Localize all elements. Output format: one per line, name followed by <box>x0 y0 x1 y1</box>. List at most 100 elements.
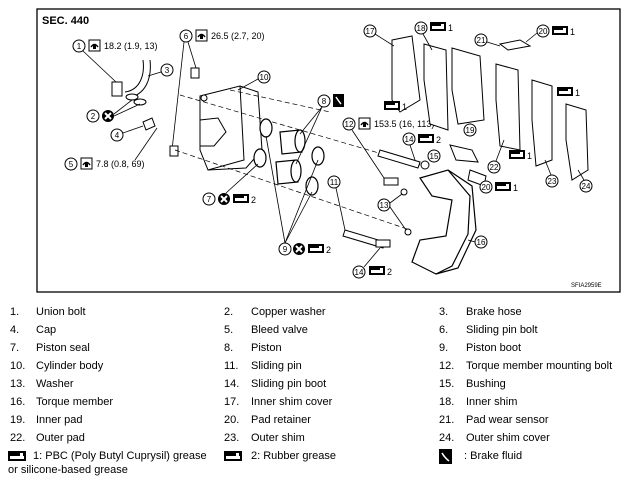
svg-text:22: 22 <box>490 163 499 172</box>
brake-fluid-icon <box>439 449 452 464</box>
legend-number: 12. <box>439 360 455 372</box>
svg-text:1: 1 <box>527 151 532 161</box>
callout-2: 2 <box>86 99 141 123</box>
legend-part-label: Outer pad <box>36 432 85 444</box>
legend-number: 20. <box>224 414 240 426</box>
legend-part-label: Sliding pin boot <box>251 378 327 390</box>
legend-number: 13. <box>10 378 26 390</box>
legend-part-label: Washer <box>36 378 74 390</box>
legend-part-label: Bleed valve <box>251 324 308 336</box>
legend-number: 17. <box>224 396 240 408</box>
callout-3: 3 <box>147 63 174 77</box>
svg-text:7: 7 <box>207 195 212 204</box>
figure-code: SFIA2959E <box>571 283 602 289</box>
sliding-pins <box>342 149 430 249</box>
legend-part-label: Torque member <box>36 396 114 408</box>
legend-number: 10. <box>10 360 26 372</box>
legend-number: 23. <box>224 432 240 444</box>
callout-20-top: 20 1 <box>525 24 575 43</box>
legend-part-label: Union bolt <box>36 306 86 318</box>
svg-text:21: 21 <box>477 36 486 45</box>
legend-part-label: Piston seal <box>36 342 90 354</box>
key-fluid-text: : Brake fluid <box>464 450 523 462</box>
grease-icon <box>8 451 26 461</box>
legend-part-label: Copper washer <box>251 306 326 318</box>
diagram-frame <box>36 8 621 293</box>
svg-text:14: 14 <box>405 135 414 144</box>
legend-number: 16. <box>10 396 26 408</box>
callout-5: 5 7.8 (0.8, 69) <box>64 127 158 171</box>
callout-1: 1 18.2 (1.9, 13) <box>72 39 158 83</box>
svg-text:24: 24 <box>582 182 591 191</box>
legend-number: 11. <box>224 360 239 372</box>
legend-part-label: Brake hose <box>466 306 522 318</box>
svg-text:17: 17 <box>366 27 375 36</box>
legend-part-label: Pad retainer <box>251 414 311 426</box>
svg-text:19: 19 <box>466 126 475 135</box>
torque-1: 18.2 (1.9, 13) <box>104 41 158 51</box>
legend-number: 9. <box>439 342 449 354</box>
legend-part-label: Sliding pin bolt <box>466 324 538 336</box>
legend-part-label: Inner pad <box>36 414 83 426</box>
svg-text:8: 8 <box>322 97 327 106</box>
legend-part-label: Inner shim <box>466 396 518 408</box>
torque-member <box>411 169 477 275</box>
legend-key-fluid: : Brake fluid <box>439 449 619 467</box>
legend-part-label: Piston <box>251 342 282 354</box>
callout-8: 8 <box>295 94 344 165</box>
key-pbc-line1: 1: PBC (Poly Butyl Cuprysil) grease <box>33 450 207 462</box>
legend-part-label: Outer shim <box>251 432 305 444</box>
svg-text:1: 1 <box>77 42 82 51</box>
legend-number: 19. <box>10 414 26 426</box>
callout-13: 13 <box>377 193 407 231</box>
callout-15: 15 <box>427 149 441 163</box>
legend-part-label: Outer shim cover <box>466 432 550 444</box>
callout-21: 21 <box>474 33 501 47</box>
callout-20: 20 1 <box>479 180 518 194</box>
legend-number: 24. <box>439 432 455 444</box>
exploded-brake-diagram: SEC. 440 SFIA2959E 1 18.2 (1.9, 13) 3 2 … <box>36 8 621 293</box>
legend-number: 2. <box>224 306 234 318</box>
svg-text:10: 10 <box>260 73 269 82</box>
legend-key-pbc: 1: PBC (Poly Butyl Cuprysil) grease or s… <box>8 449 228 479</box>
svg-text:14: 14 <box>355 268 364 277</box>
svg-text:1: 1 <box>575 88 580 98</box>
callout-4: 4 <box>110 117 156 142</box>
legend-part-label: Cylinder body <box>36 360 104 372</box>
svg-text:1: 1 <box>570 27 575 37</box>
callout-7: 7 2 <box>202 163 259 206</box>
callout-14-bottom: 14 2 <box>352 247 392 279</box>
callout-12: 12 153.5 (16, 113) <box>342 117 434 179</box>
legend-part-label: Cap <box>36 324 57 336</box>
legend-number: 3. <box>439 306 449 318</box>
cylinder-body <box>199 85 263 171</box>
legend-number: 7. <box>10 342 20 354</box>
svg-text:2: 2 <box>387 267 392 277</box>
union-bolt <box>111 59 151 106</box>
svg-text:4: 4 <box>115 131 120 140</box>
legend-number: 8. <box>224 342 234 354</box>
torque-6: 26.5 (2.7, 20) <box>211 31 265 41</box>
svg-text:9: 9 <box>283 245 288 254</box>
callout-6: 6 26.5 (2.7, 20) <box>169 29 265 157</box>
svg-text:12: 12 <box>345 120 354 129</box>
legend-key-rubber: 2: Rubber grease <box>224 449 404 465</box>
legend-part-label: Piston boot <box>466 342 522 354</box>
svg-text:3: 3 <box>165 66 170 75</box>
callout-19: 19 <box>463 123 477 137</box>
svg-text:2: 2 <box>91 112 96 121</box>
svg-text:20: 20 <box>539 27 548 36</box>
callout-grease-pad: 1 <box>384 101 407 112</box>
key-rubber-text: 2: Rubber grease <box>251 450 336 462</box>
callout-24: 24 <box>577 169 593 193</box>
callout-18: 18 1 <box>414 21 453 51</box>
svg-text:15: 15 <box>430 152 439 161</box>
svg-text:20: 20 <box>482 183 491 192</box>
legend-part-label: Torque member mounting bolt <box>466 360 613 372</box>
legend-number: 22. <box>10 432 26 444</box>
callout-14-top: 14 2 <box>402 132 441 161</box>
legend-number: 21. <box>439 414 455 426</box>
section-title: SEC. 440 <box>42 15 89 27</box>
svg-text:13: 13 <box>380 201 389 210</box>
svg-text:16: 16 <box>477 238 486 247</box>
